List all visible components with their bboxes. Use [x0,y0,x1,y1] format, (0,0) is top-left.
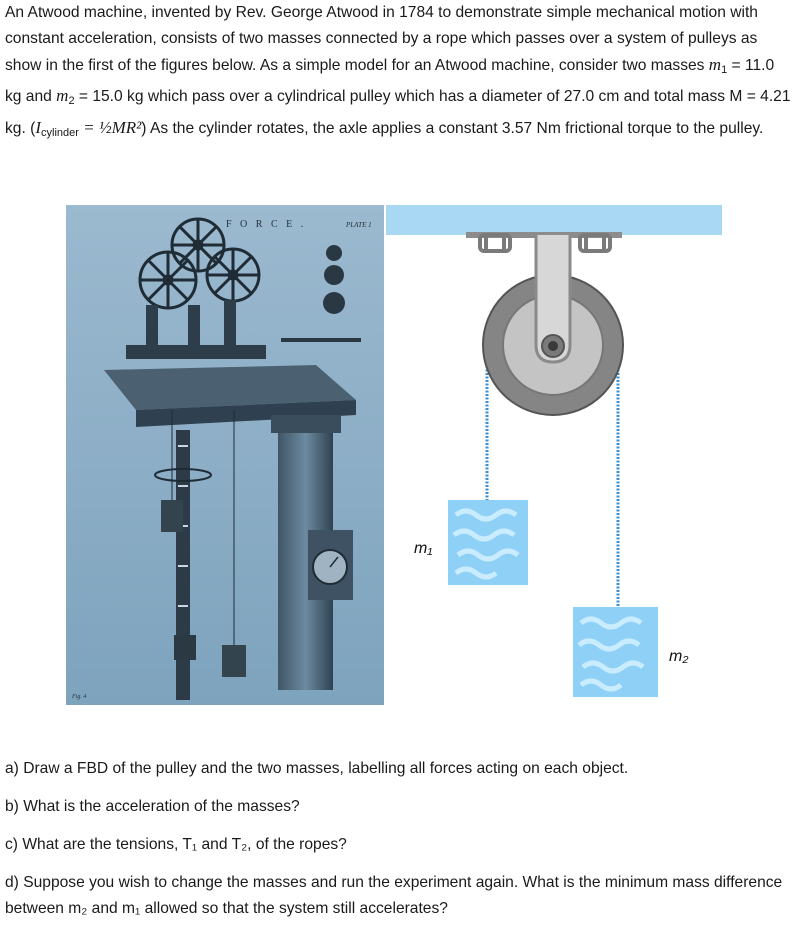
mass2-label: m₂ [669,648,688,665]
mass1-label: m₁ [414,540,432,557]
problem-intro: An Atwood machine, invented by Rev. Geor… [5,0,793,147]
inertia-equation: = ½MR² [78,118,142,138]
figure-label: Fig. 4 [71,693,86,700]
inertia-symbol: I [35,118,41,138]
intro-text-3: = 15.0 kg which pass over a cylindrical … [5,88,791,138]
intro-text-4: ) As the cylinder rotates, the axle appl… [141,120,764,138]
ceiling [386,205,722,235]
question-a: a) Draw a FBD of the pulley and the two … [5,760,629,777]
mass-m2 [573,607,658,697]
m1-subscript: 1 [721,63,728,76]
plate-number: PLATE 1 [345,221,372,229]
atwood-model-diagram: m₁ m₂ [386,205,722,697]
question-c: c) What are the tensions, T₁ and T₂, of … [5,836,347,853]
m2-symbol: m [56,86,69,106]
inertia-subscript: cylinder [41,127,79,140]
mass-m1 [448,500,528,585]
m1-symbol: m [708,54,722,74]
plate-title: F O R C E . [226,219,306,230]
intro-text-1: An Atwood machine, invented by Rev. Geor… [5,4,758,74]
m2-subscript: 2 [68,95,75,108]
atwood-engraving-image: F O R C E . PLATE 1 [66,205,384,705]
question-b: b) What is the acceleration of the masse… [5,798,300,815]
question-d: d) Suppose you wish to change the masses… [5,874,783,917]
question-list: a) Draw a FBD of the pulley and the two … [5,756,795,934]
intro-text-2: = 11.0 kg and [5,56,775,106]
wheels-icon [138,217,261,310]
